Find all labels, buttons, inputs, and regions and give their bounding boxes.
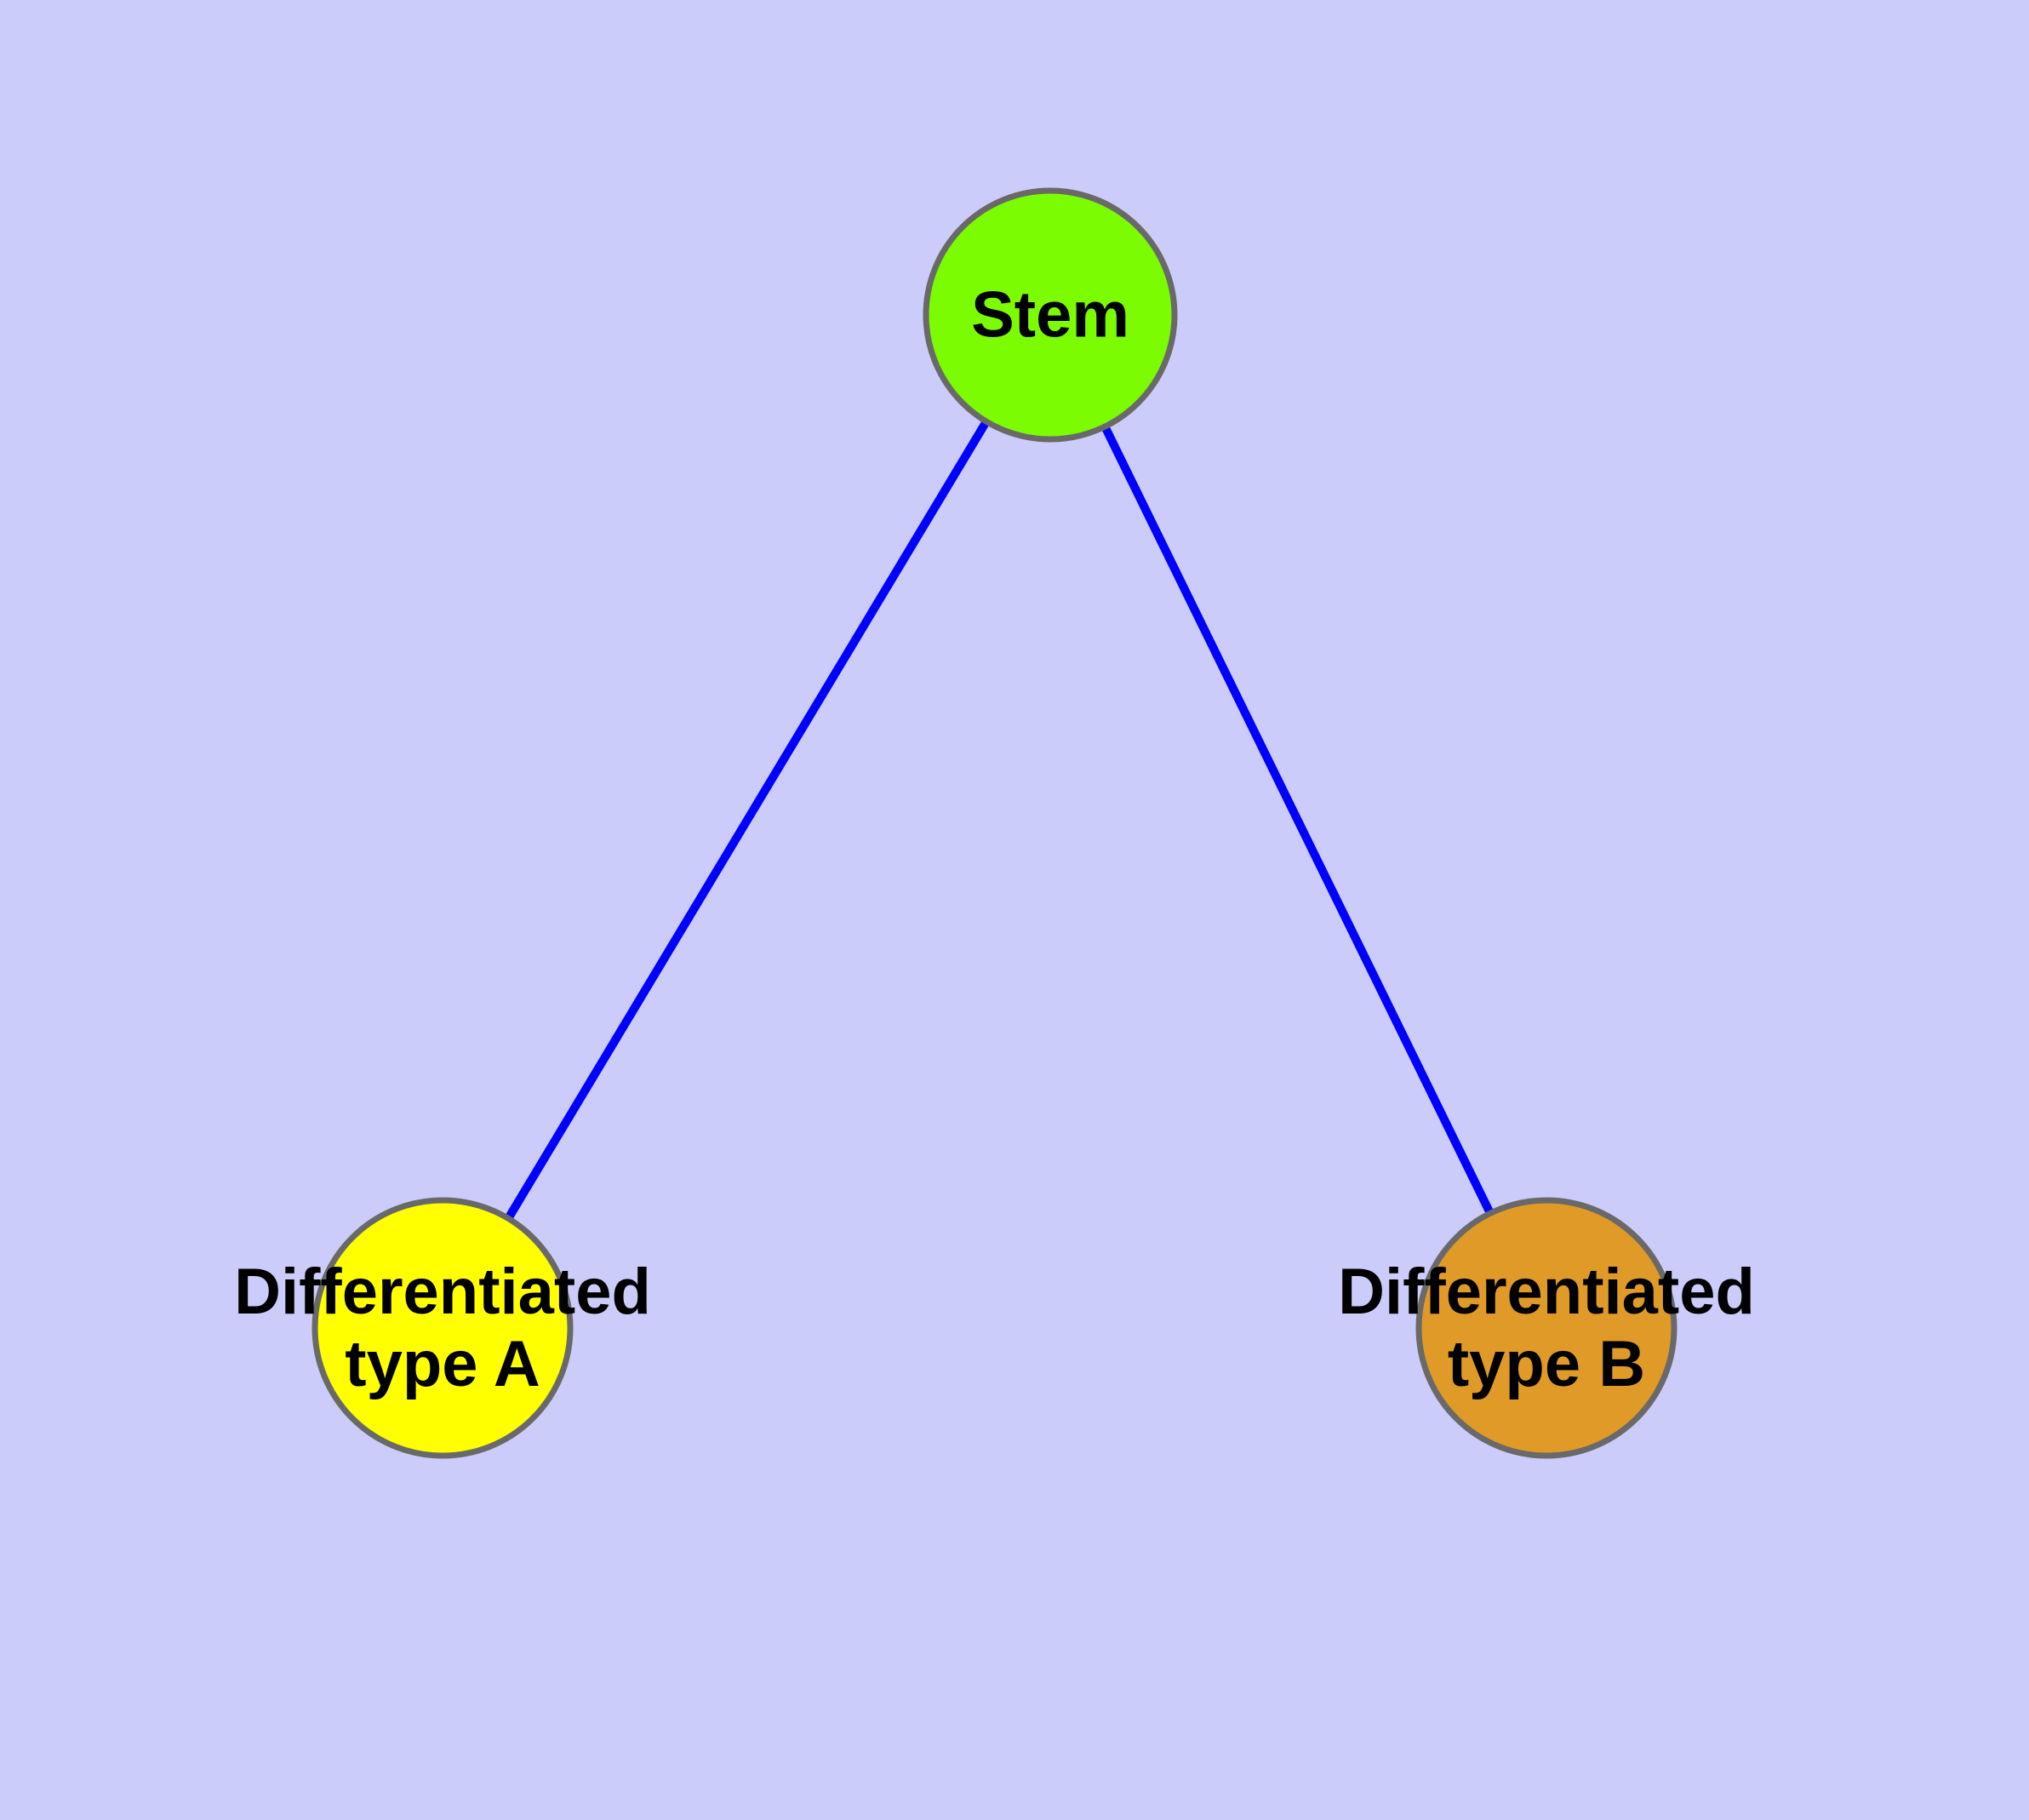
node-layer xyxy=(311,187,1677,1459)
node-diff_a[interactable] xyxy=(311,1197,574,1459)
node-stem[interactable] xyxy=(923,187,1178,443)
edge-layer xyxy=(504,419,1495,1221)
edge-stem-diff-b[interactable] xyxy=(1100,424,1495,1216)
edge-stem-diff-a[interactable] xyxy=(504,419,991,1221)
node-diff_b[interactable] xyxy=(1415,1197,1677,1459)
